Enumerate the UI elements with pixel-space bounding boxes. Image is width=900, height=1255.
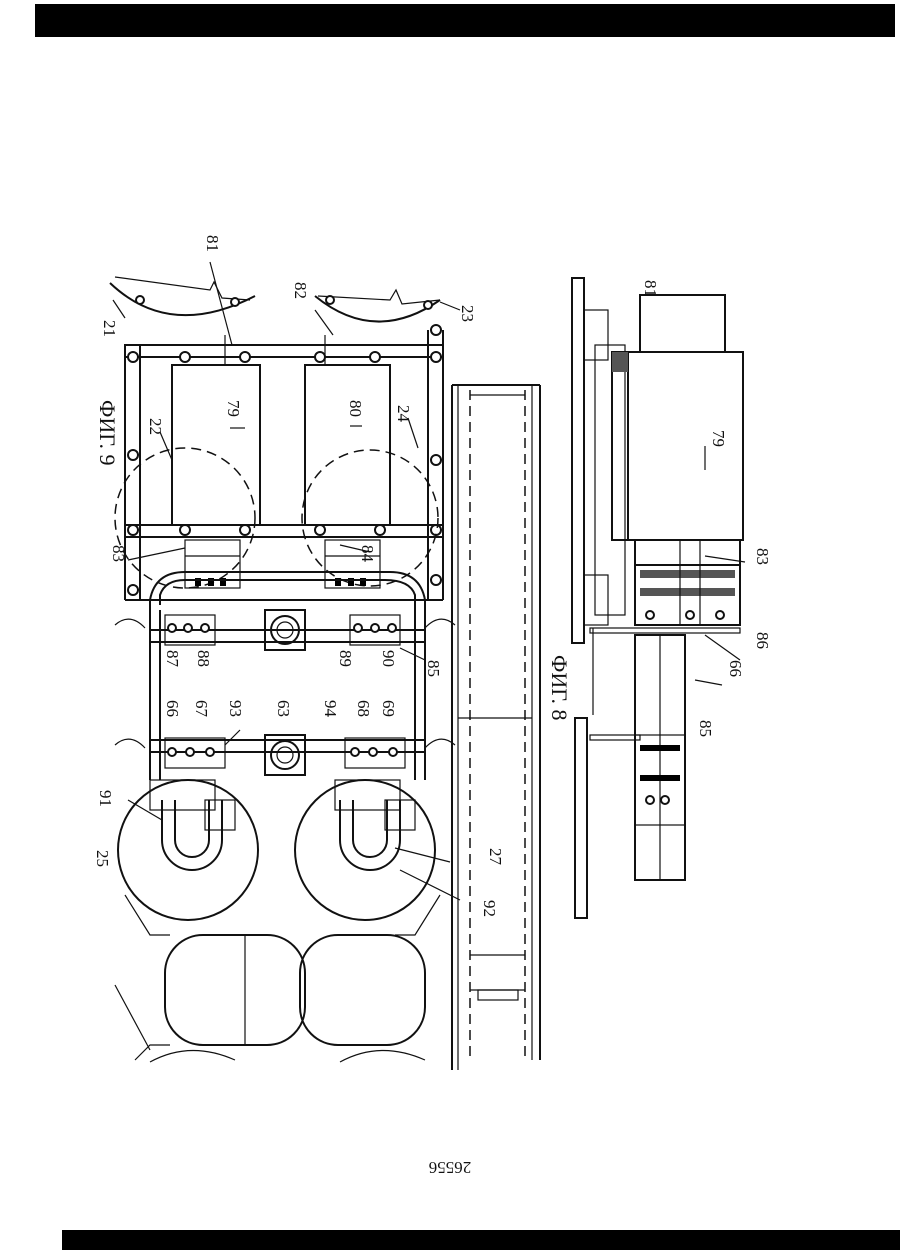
label-24: 24 bbox=[394, 405, 413, 423]
label-90: 90 bbox=[379, 650, 398, 667]
top-border-bar bbox=[35, 4, 895, 37]
module-80-plan bbox=[305, 365, 390, 525]
label-79: 79 bbox=[224, 400, 243, 417]
label-79-fig8: 79 bbox=[709, 430, 728, 447]
label-81-fig8: 81 bbox=[641, 280, 660, 297]
label-84: 84 bbox=[358, 545, 377, 563]
fig9-title: ФИГ. 9 bbox=[95, 400, 120, 466]
label-68: 68 bbox=[354, 700, 373, 717]
label-88: 88 bbox=[194, 650, 213, 667]
label-83: 83 bbox=[109, 545, 128, 562]
label-85: 85 bbox=[424, 660, 443, 677]
label-89: 89 bbox=[336, 650, 355, 667]
fig8-drawing bbox=[572, 278, 745, 918]
label-92: 92 bbox=[480, 900, 499, 917]
label-80: 80 bbox=[346, 400, 365, 417]
label-81: 81 bbox=[203, 235, 222, 252]
label-66-fig8: 66 bbox=[726, 660, 745, 677]
label-86: 86 bbox=[753, 632, 772, 649]
label-22: 22 bbox=[146, 418, 165, 435]
rail-section bbox=[452, 385, 540, 1070]
label-87: 87 bbox=[163, 650, 182, 668]
module-79-plan bbox=[172, 365, 260, 525]
label-83-fig8: 83 bbox=[753, 548, 772, 565]
page-number: 26556 bbox=[429, 1158, 472, 1177]
label-25: 25 bbox=[93, 850, 112, 867]
label-23: 23 bbox=[458, 305, 477, 322]
label-67: 67 bbox=[192, 700, 211, 718]
labels: ФИГ. 9 ФИГ. 8 21 81 82 23 22 79 80 24 83… bbox=[93, 235, 772, 1177]
label-63: 63 bbox=[274, 700, 293, 717]
label-21: 21 bbox=[100, 320, 119, 337]
label-66: 66 bbox=[163, 700, 182, 717]
label-27: 27 bbox=[486, 848, 505, 866]
fig8-title: ФИГ. 8 bbox=[547, 655, 572, 721]
label-85-fig8: 85 bbox=[696, 720, 715, 737]
label-93: 93 bbox=[226, 700, 245, 717]
label-82: 82 bbox=[291, 282, 310, 299]
label-69: 69 bbox=[379, 700, 398, 717]
label-94: 94 bbox=[321, 700, 340, 718]
bottom-border-bar bbox=[62, 1230, 900, 1250]
tank-27-plan bbox=[295, 780, 435, 920]
tank-25-plan bbox=[118, 780, 258, 920]
label-91: 91 bbox=[96, 790, 115, 807]
